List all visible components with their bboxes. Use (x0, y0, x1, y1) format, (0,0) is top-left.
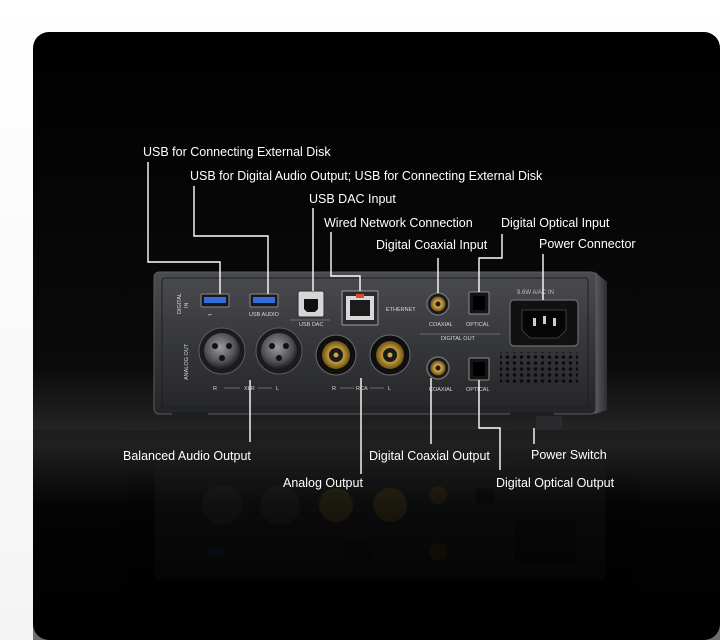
label-usb-dac: USB DAC (299, 322, 323, 328)
label-coaxial-in: COAXIAL (429, 322, 453, 328)
usb-symbol-icon: ⭠ (208, 312, 213, 318)
device-side-face (595, 272, 607, 414)
device-reflection (33, 430, 720, 640)
callout-digital-coaxial-output: Digital Coaxial Output (369, 449, 490, 463)
leader-lines (147, 162, 544, 474)
vent-grille (500, 352, 578, 384)
coaxial-output-jack[interactable] (426, 356, 450, 380)
callout-digital-optical-input: Digital Optical Input (501, 216, 610, 230)
label-optical-in: OPTICAL (466, 322, 490, 328)
label-digital-out: DIGITAL OUT (441, 336, 476, 342)
usb-port-disk[interactable] (200, 293, 230, 308)
callout-wired-network: Wired Network Connection (324, 216, 473, 230)
label-rca: RCA (356, 386, 368, 392)
usb-port-audio[interactable] (249, 293, 279, 308)
usb-dac-port[interactable] (297, 290, 325, 318)
optical-input-port[interactable] (468, 291, 490, 315)
label-rca-l: L (388, 386, 391, 392)
label-xlr-l: L (276, 386, 279, 392)
device-foot-left (172, 412, 208, 420)
label-digital-in-2: IN (184, 302, 190, 308)
xlr-output-right[interactable] (198, 327, 246, 375)
label-analog-out: ANALOG OUT (184, 343, 190, 380)
power-connector[interactable] (509, 299, 579, 347)
callout-power-switch: Power Switch (531, 448, 607, 462)
label-rca-r: R (332, 386, 336, 392)
label-digital-in: DIGITAL (177, 293, 183, 314)
optical-output-port[interactable] (468, 357, 490, 381)
coaxial-input-jack[interactable] (426, 292, 450, 316)
ethernet-port[interactable] (341, 290, 379, 326)
label-coaxial-out: COAXIAL (429, 387, 453, 393)
callout-usb-digital-audio: USB for Digital Audio Output; USB for Co… (190, 169, 543, 183)
callout-digital-optical-output: Digital Optical Output (496, 476, 615, 490)
label-power-rating: 9.6W A/AC IN (517, 290, 554, 296)
label-ethernet: ETHERNET (386, 307, 416, 313)
callout-usb-dac: USB DAC Input (309, 192, 396, 206)
label-optical-out: OPTICAL (466, 387, 490, 393)
callout-usb-disk: USB for Connecting External Disk (143, 145, 331, 159)
xlr-output-left[interactable] (255, 327, 303, 375)
callout-digital-coaxial-input: Digital Coaxial Input (376, 238, 488, 252)
rca-output-left[interactable] (369, 334, 411, 376)
callout-analog-output: Analog Output (283, 476, 363, 490)
callout-power-connector: Power Connector (539, 237, 636, 251)
callouts: USB for Connecting External Disk USB for… (123, 145, 636, 490)
callout-balanced-audio-output: Balanced Audio Output (123, 449, 251, 463)
label-usb-audio: USB AUDIO (249, 312, 280, 318)
rca-output-right[interactable] (315, 334, 357, 376)
device: DIGITAL IN ⭠ USB AUDIO USB DAC ETHERNET (153, 271, 607, 430)
label-xlr-r: R (213, 386, 217, 392)
